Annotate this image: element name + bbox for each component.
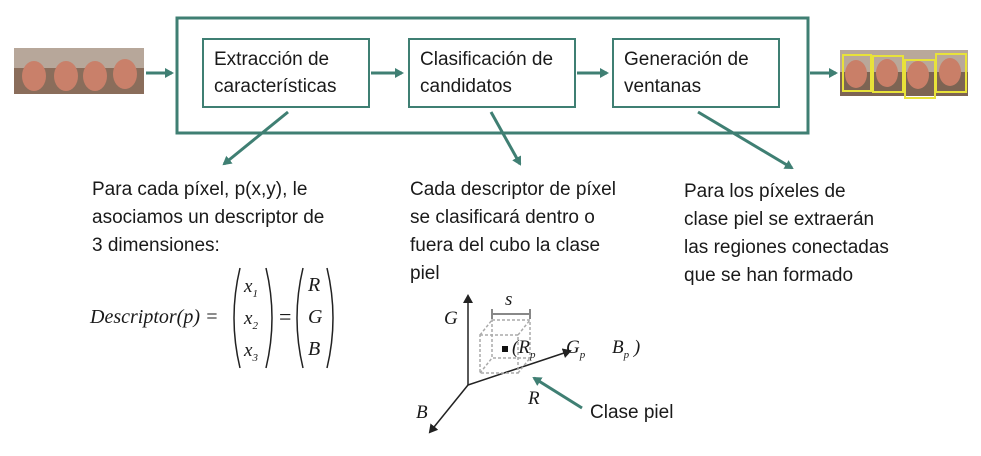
stage3-desc-arrow: [697, 110, 794, 170]
description-line: se clasificará dentro o: [410, 207, 595, 228]
output-hands-image: [840, 50, 968, 99]
pipeline-outer-box: [175, 16, 810, 135]
skin-class-cube: [479, 319, 531, 374]
vector2-entry: B: [308, 338, 321, 360]
description-line: Cada descriptor de píxel: [410, 179, 616, 200]
callout-arrow: [532, 376, 583, 410]
description-line: piel: [410, 263, 440, 284]
stage-label-line1: Extracción de: [214, 49, 330, 70]
pixel-point-label: Bp ): [612, 337, 641, 361]
description-line: fuera del cubo la clase: [410, 235, 601, 256]
description-line: Para los píxeles de: [684, 181, 846, 202]
description-feature-extraction: Para cada píxel, p(x,y), le asociamos un…: [92, 176, 352, 260]
detection-box: [842, 54, 872, 92]
vector1-parens: [233, 267, 273, 369]
description-line: Para cada píxel, p(x,y), le: [92, 179, 308, 200]
description-line: clase piel se extraerán: [684, 209, 875, 230]
description-line: que se han formado: [684, 265, 854, 286]
stage1-desc-arrow: [222, 110, 289, 166]
vector1-entry: x2: [244, 308, 258, 332]
stage-window-generation: Generación de ventanas: [612, 38, 780, 108]
b-axis: [428, 384, 469, 434]
stage2-desc-arrow: [489, 111, 522, 166]
axis-label-b: B: [416, 402, 428, 423]
description-window-generation: Para los píxeles de clase piel se extrae…: [684, 178, 924, 290]
description-candidate-classification: Cada descriptor de píxel se clasificará …: [410, 176, 650, 288]
axis-label-r: R: [528, 388, 540, 409]
cube-side-label: s: [505, 289, 513, 310]
formula-equals: =: [279, 304, 292, 329]
vector2-entry: G: [308, 306, 323, 328]
stage-candidate-classification: Clasificación de candidatos: [408, 38, 576, 108]
axis-label-g: G: [444, 308, 458, 329]
pixel-point-label: Gp: [566, 337, 586, 361]
stage-label-line1: Generación de: [624, 49, 749, 70]
detection-box: [872, 55, 904, 93]
vector2-entry: R: [308, 274, 321, 296]
vector2-parens: [296, 267, 334, 369]
input-hands-image: [14, 48, 144, 94]
skin-class-callout: Clase piel: [590, 402, 674, 423]
stage-label-line2: ventanas: [624, 76, 702, 97]
stage-label-line1: Clasificación de: [420, 49, 554, 70]
stage-label-line2: candidatos: [420, 76, 512, 97]
rgb-cube-sketch: [428, 294, 583, 434]
r-axis: [467, 348, 572, 386]
stage-feature-extraction: Extracción de características: [202, 38, 370, 108]
vector1-entry: x1: [244, 276, 258, 300]
detection-box: [935, 53, 967, 93]
description-line: las regiones conectadas: [684, 237, 889, 258]
formula-lhs: Descriptor(p) =: [90, 306, 219, 328]
stage-label-line2: características: [214, 76, 337, 97]
vector1-entry: x3: [244, 340, 258, 364]
description-line: asociamos un descriptor de: [92, 207, 325, 228]
description-line: 3 dimensiones:: [92, 235, 220, 256]
pixel-point-label: (Rp: [512, 337, 536, 361]
pixel-point: [502, 346, 508, 352]
